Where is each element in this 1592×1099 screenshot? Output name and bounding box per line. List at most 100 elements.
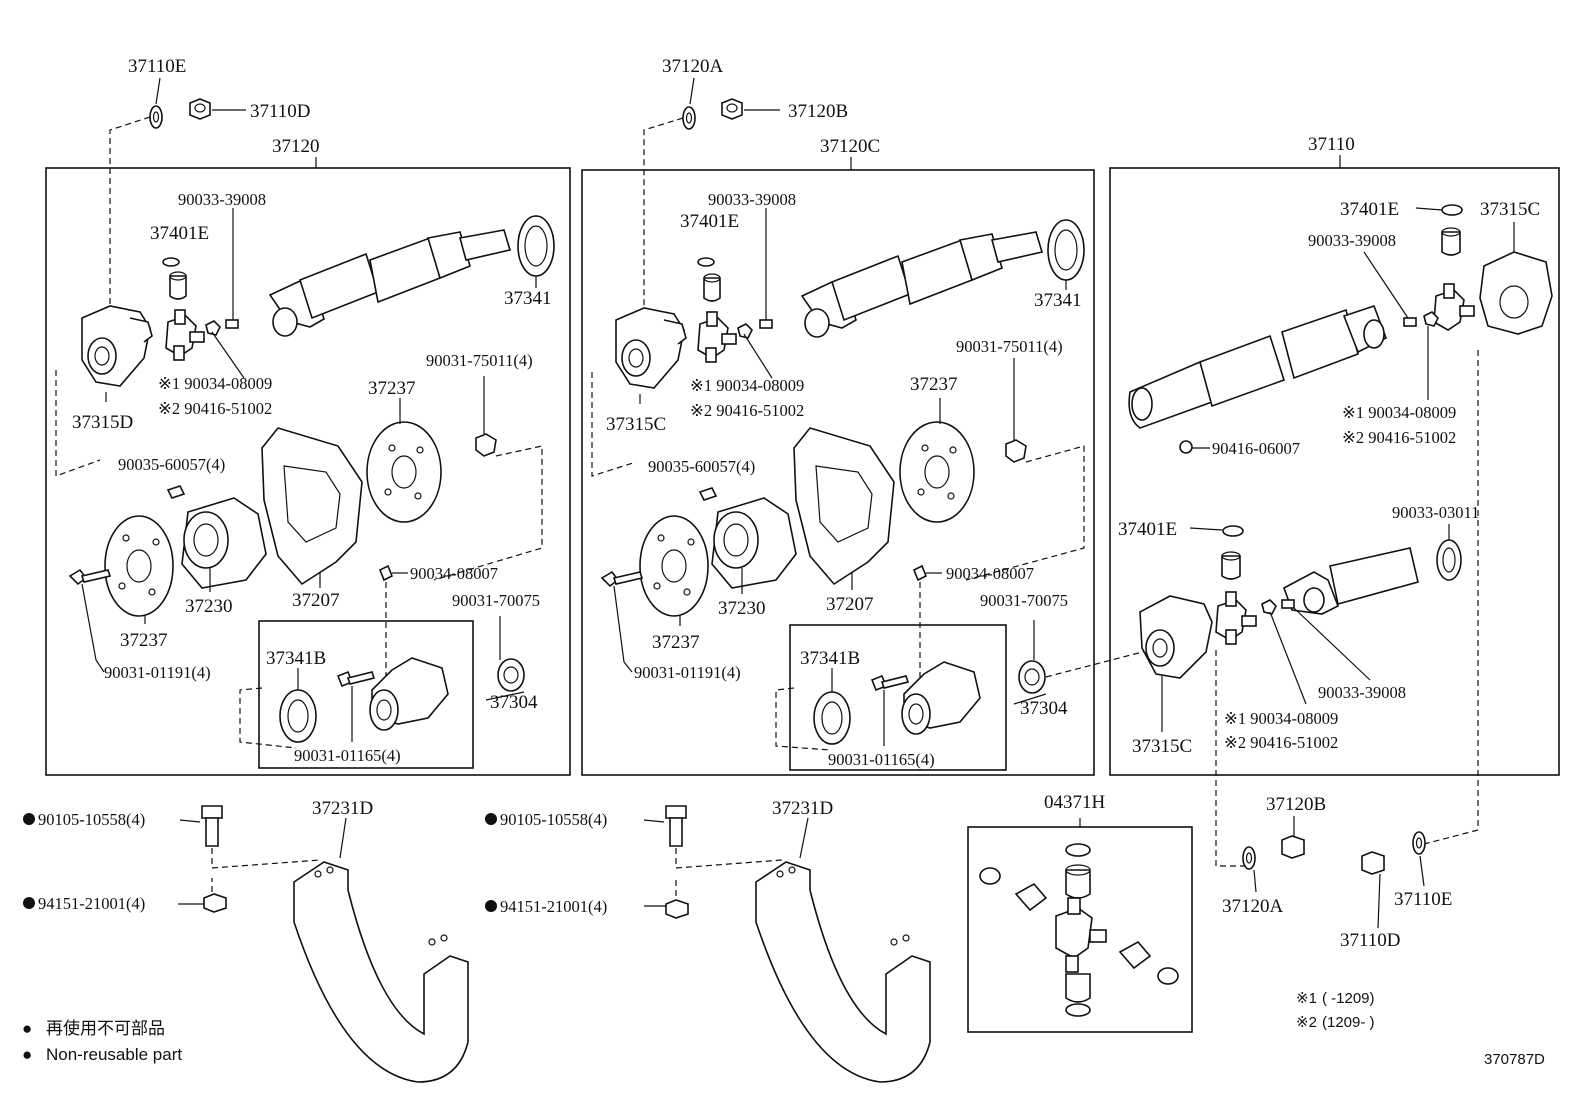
label-90034-08007-m: 90034-08007 bbox=[946, 564, 1034, 583]
subgroup-box-middle bbox=[789, 624, 1007, 771]
label-90416-51002: ※2 90416-51002 bbox=[158, 399, 272, 418]
propeller-shaft-left bbox=[268, 229, 512, 337]
label-37237-b: 37237 bbox=[120, 630, 168, 651]
bolt-90033-39008-right-top bbox=[1403, 317, 1417, 327]
label-90031-01191-m: 90031-01191(4) bbox=[634, 663, 741, 682]
grease-fitting-right-bot bbox=[1261, 599, 1277, 615]
label-90031-70075-m: 90031-70075 bbox=[980, 591, 1068, 610]
label-37341-m: 37341 bbox=[1034, 290, 1082, 311]
washer-37120A-bottom bbox=[1242, 846, 1256, 870]
note-1-text: ( -1209) bbox=[1322, 990, 1375, 1007]
non-reusable-mark bbox=[485, 900, 497, 912]
label-37120A-b: 37120A bbox=[1222, 896, 1284, 917]
label-37341B: 37341B bbox=[266, 648, 326, 669]
diagram-code: 370787D bbox=[1484, 1051, 1545, 1068]
flange-yoke-37315D bbox=[81, 305, 153, 387]
spider-right-bot bbox=[1215, 591, 1257, 645]
label-90031-01165: 90031-01165(4) bbox=[294, 746, 401, 765]
bolt-90031-01191-left bbox=[68, 568, 112, 586]
bolt-90031-01191-middle bbox=[600, 570, 644, 588]
label-90033-39008: 90033-39008 bbox=[178, 190, 266, 209]
label-37230: 37230 bbox=[185, 596, 233, 617]
bolt-90105-10558-b bbox=[665, 805, 687, 847]
bearing-housing-middle bbox=[901, 661, 981, 735]
label-90416-06007: 90416-06007 bbox=[1212, 439, 1300, 458]
bolt-90033-39008-left bbox=[225, 319, 239, 329]
bearing-cup-right-top bbox=[1441, 227, 1461, 256]
bracket-37231D-b bbox=[755, 861, 931, 1083]
label-90033-03011: 90033-03011 bbox=[1392, 503, 1479, 522]
nut-90031-75011-middle bbox=[1005, 439, 1027, 463]
label-37315C-r-bot: 37315C bbox=[1132, 736, 1192, 757]
label-37120A: 37120A bbox=[662, 56, 724, 77]
label-90105-10558-a: 90105-10558(4) bbox=[38, 810, 145, 829]
label-37315D: 37315D bbox=[72, 412, 133, 433]
flange-37237-left-a bbox=[366, 421, 442, 523]
bearing-cup-right-bot bbox=[1221, 551, 1241, 580]
legend-bullet-1: ● bbox=[22, 1019, 32, 1038]
washer-37110E-top bbox=[149, 105, 163, 129]
flange-37237-middle-b bbox=[639, 515, 709, 617]
flange-37237-middle-a bbox=[899, 421, 975, 523]
subgroup-box-left bbox=[258, 620, 474, 769]
label-37401E-r-top: 37401E bbox=[1340, 199, 1399, 220]
label-90034-08009-r-bot: ※1 90034-08009 bbox=[1224, 709, 1338, 728]
washer-37120A-top bbox=[682, 106, 696, 130]
label-90034-08009-r-top: ※1 90034-08009 bbox=[1342, 403, 1456, 422]
bolt-90033-39008-right-bot bbox=[1281, 599, 1295, 609]
label-90416-51002-r-bot: ※2 90416-51002 bbox=[1224, 733, 1338, 752]
label-37231D-a: 37231D bbox=[312, 798, 373, 819]
legend-bullet-2: ● bbox=[22, 1045, 32, 1064]
slip-yoke-shaft-right bbox=[1283, 547, 1419, 615]
washer-37401E-right-bot bbox=[1222, 525, 1244, 537]
nut-37110D-top bbox=[189, 98, 211, 120]
label-90031-75011: 90031-75011(4) bbox=[426, 351, 533, 370]
flange-yoke-37315C-right-top bbox=[1479, 251, 1553, 335]
label-37315C-r-top: 37315C bbox=[1480, 199, 1540, 220]
bolt-90033-39008-middle bbox=[759, 319, 773, 329]
label-90416-51002-r-top: ※2 90416-51002 bbox=[1342, 428, 1456, 447]
dust-seal-37341-middle bbox=[1047, 219, 1085, 281]
group-box-left bbox=[45, 167, 571, 776]
label-90033-39008-r-top: 90033-39008 bbox=[1308, 231, 1396, 250]
label-37110E-b: 37110E bbox=[1394, 889, 1452, 910]
center-bearing-37230-left bbox=[181, 497, 267, 589]
nut-37110D-bottom bbox=[1361, 851, 1385, 875]
nut-94151-21001-a bbox=[203, 893, 227, 913]
nut-94151-21001-b bbox=[665, 899, 689, 919]
bolt-90031-01165-left bbox=[336, 670, 376, 688]
grease-fitting-90034-08007-middle bbox=[912, 564, 928, 582]
label-37341B-m: 37341B bbox=[800, 648, 860, 669]
bolt-90105-10558-a bbox=[201, 805, 223, 847]
spider-left bbox=[165, 309, 205, 361]
legend-line-1: 再使用不可部品 bbox=[46, 1018, 165, 1038]
group-box-middle bbox=[581, 169, 1095, 776]
label-37401E-m: 37401E bbox=[680, 211, 739, 232]
label-37237-a-m: 37237 bbox=[910, 374, 958, 395]
label-37231D-b: 37231D bbox=[772, 798, 833, 819]
label-37207: 37207 bbox=[292, 590, 340, 611]
pin-90035-60057-middle bbox=[698, 487, 718, 501]
grease-fitting-middle bbox=[737, 323, 753, 339]
bearing-cup-37401E-middle bbox=[697, 257, 721, 302]
group-label-right: 37110 bbox=[1308, 134, 1355, 155]
label-37341: 37341 bbox=[504, 288, 552, 309]
label-90035-60057-m: 90035-60057(4) bbox=[648, 457, 755, 476]
cushion-37207-left bbox=[261, 427, 363, 586]
cushion-37207-middle bbox=[793, 427, 895, 586]
label-90031-75011-m: 90031-75011(4) bbox=[956, 337, 1063, 356]
non-reusable-mark bbox=[23, 897, 35, 909]
label-94151-21001-b: 94151-21001(4) bbox=[500, 897, 607, 916]
non-reusable-mark bbox=[23, 813, 35, 825]
grease-fitting-90416-06007 bbox=[1179, 440, 1193, 454]
nut-37120B-top bbox=[721, 98, 743, 120]
dust-seal-37341-left bbox=[517, 215, 555, 277]
label-37110D: 37110D bbox=[250, 101, 311, 122]
note-2-mark: ※2 bbox=[1296, 1014, 1317, 1031]
seal-90033-03011 bbox=[1436, 539, 1462, 581]
nut-90031-75011-left bbox=[475, 433, 497, 457]
label-37304: 37304 bbox=[490, 692, 538, 713]
label-37230-m: 37230 bbox=[718, 598, 766, 619]
label-90031-01165-m: 90031-01165(4) bbox=[828, 750, 935, 769]
